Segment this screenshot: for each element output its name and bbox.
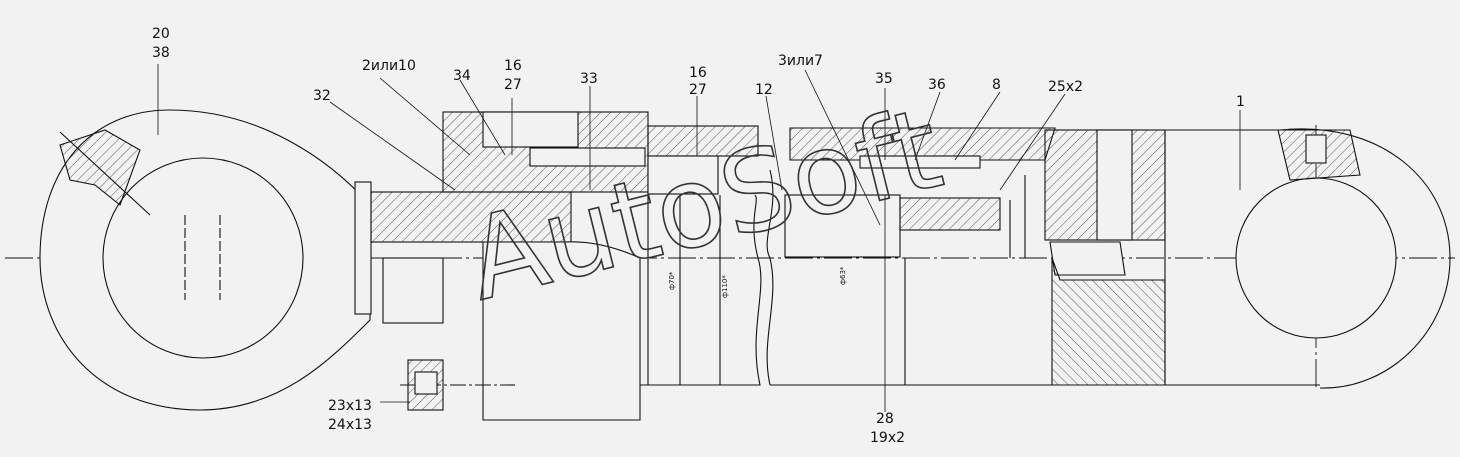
left-rod-eye bbox=[39, 109, 372, 411]
callout-12: 12 bbox=[755, 82, 773, 98]
callout-33: 33 bbox=[580, 71, 598, 87]
callout-36: 36 bbox=[928, 77, 946, 93]
callout-24x13: 24x13 bbox=[328, 417, 372, 433]
right-rod-eye bbox=[1235, 128, 1451, 389]
dimension-63: ф63* bbox=[839, 266, 847, 285]
callout-27-top: 27 bbox=[504, 77, 522, 93]
callout-16-mid: 16 bbox=[689, 65, 707, 81]
rod-and-head bbox=[370, 111, 762, 421]
callout-3ili7: 3или7 bbox=[778, 53, 823, 69]
cylinder-tube bbox=[766, 127, 1320, 386]
callout-28: 28 bbox=[876, 411, 894, 427]
callout-38: 38 bbox=[152, 45, 170, 61]
callout-25x2: 25x2 bbox=[1048, 79, 1083, 95]
callout-1: 1 bbox=[1236, 94, 1245, 110]
leader-lines bbox=[157, 64, 1241, 412]
dimension-70: ф70* bbox=[668, 271, 676, 290]
callout-27-mid: 27 bbox=[689, 82, 707, 98]
callout-19x2: 19x2 bbox=[870, 430, 905, 446]
dimension-110: ф110* bbox=[721, 275, 729, 298]
callout-35: 35 bbox=[875, 71, 893, 87]
callout-32: 32 bbox=[313, 88, 331, 104]
callout-2ili10: 2или10 bbox=[362, 58, 416, 74]
dimension-labels: ф70* ф110* ф63* bbox=[668, 266, 847, 298]
callout-20: 20 bbox=[152, 26, 170, 42]
callout-labels: 20 38 2или10 34 16 27 32 33 16 27 12 3ил… bbox=[152, 26, 1245, 446]
callout-23x13: 23x13 bbox=[328, 398, 372, 414]
callout-16-top: 16 bbox=[504, 58, 522, 74]
callout-8: 8 bbox=[992, 77, 1001, 93]
callout-34: 34 bbox=[453, 68, 471, 84]
